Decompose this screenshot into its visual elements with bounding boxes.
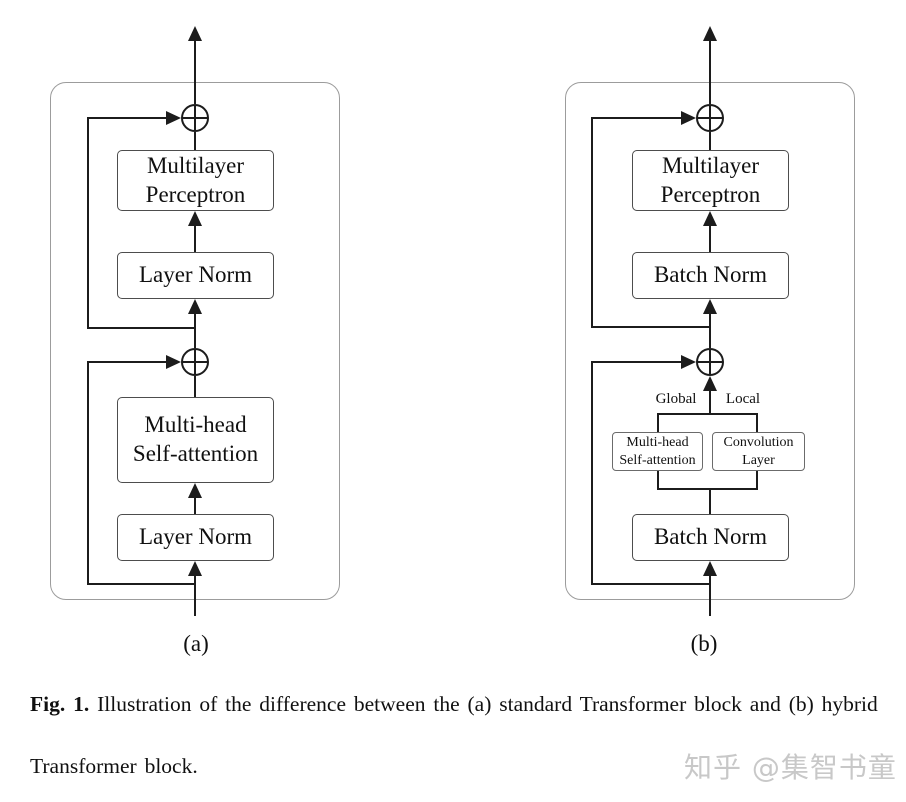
branch-split-line bbox=[657, 413, 758, 415]
flow-line bbox=[194, 376, 196, 397]
residual-line bbox=[591, 117, 593, 328]
mlp-box: Multilayer Perceptron bbox=[117, 150, 274, 211]
residual-tap-line bbox=[591, 326, 710, 328]
layer-norm-box: Layer Norm bbox=[117, 252, 274, 299]
add-icon bbox=[181, 348, 209, 376]
residual-line bbox=[87, 361, 167, 363]
add-icon bbox=[181, 104, 209, 132]
residual-tap-line bbox=[87, 583, 195, 585]
arrowhead-icon bbox=[188, 211, 202, 226]
subfigure-label-b: (b) bbox=[690, 631, 718, 656]
residual-line bbox=[87, 117, 167, 119]
residual-line bbox=[591, 361, 681, 363]
flow-line bbox=[709, 390, 711, 414]
convolution-box: Convolution Layer bbox=[712, 432, 805, 471]
self-attention-box: Multi-head Self-attention bbox=[117, 397, 274, 483]
flow-line bbox=[709, 575, 711, 616]
arrowhead-icon bbox=[681, 355, 696, 369]
watermark-text: 知乎 @集智书童 bbox=[684, 751, 897, 784]
flow-line bbox=[194, 575, 196, 616]
arrowhead-icon bbox=[166, 111, 181, 125]
arrowhead-icon bbox=[188, 26, 202, 41]
arrowhead-icon bbox=[188, 483, 202, 498]
flow-line bbox=[194, 497, 196, 514]
flow-line bbox=[194, 132, 196, 150]
flow-line bbox=[709, 225, 711, 252]
residual-line bbox=[87, 117, 89, 328]
batch-norm-box: Batch Norm bbox=[632, 252, 789, 299]
branch-merge-line bbox=[657, 488, 758, 490]
arrowhead-icon bbox=[703, 211, 717, 226]
flow-line bbox=[194, 40, 196, 104]
add-icon bbox=[696, 348, 724, 376]
layer-norm-box: Layer Norm bbox=[117, 514, 274, 561]
mlp-box: Multilayer Perceptron bbox=[632, 150, 789, 211]
caption-text: Illustration of the difference between t… bbox=[97, 692, 878, 716]
arrowhead-icon bbox=[188, 561, 202, 576]
figure-caption-line1: Fig. 1. Illustration of the difference b… bbox=[30, 692, 880, 717]
residual-tap-line bbox=[87, 327, 195, 329]
flow-line bbox=[709, 132, 711, 150]
residual-line bbox=[87, 361, 89, 585]
branch-label-local: Local bbox=[725, 391, 761, 407]
residual-tap-line bbox=[591, 583, 710, 585]
flow-line bbox=[194, 225, 196, 252]
arrowhead-icon bbox=[188, 299, 202, 314]
figure-caption-line2: Transformer block. bbox=[30, 754, 880, 779]
flow-line bbox=[709, 488, 711, 514]
batch-norm-box: Batch Norm bbox=[632, 514, 789, 561]
flow-line bbox=[709, 40, 711, 104]
arrowhead-icon bbox=[681, 111, 696, 125]
arrowhead-icon bbox=[703, 561, 717, 576]
branch-label-global: Global bbox=[655, 391, 697, 407]
branch-line bbox=[756, 413, 758, 433]
flow-line bbox=[194, 313, 196, 348]
self-attention-box: Multi-head Self-attention bbox=[612, 432, 703, 471]
residual-line bbox=[591, 117, 681, 119]
subfigure-label-a: (a) bbox=[183, 631, 209, 656]
flow-line bbox=[709, 313, 711, 348]
branch-line bbox=[657, 471, 659, 490]
residual-line bbox=[591, 361, 593, 585]
arrowhead-icon bbox=[703, 26, 717, 41]
caption-text: Transformer block. bbox=[30, 754, 198, 778]
arrowhead-icon bbox=[703, 376, 717, 391]
branch-line bbox=[756, 471, 758, 490]
figure-number: Fig. 1. bbox=[30, 692, 90, 716]
arrowhead-icon bbox=[166, 355, 181, 369]
branch-line bbox=[657, 413, 659, 433]
add-icon bbox=[696, 104, 724, 132]
arrowhead-icon bbox=[703, 299, 717, 314]
